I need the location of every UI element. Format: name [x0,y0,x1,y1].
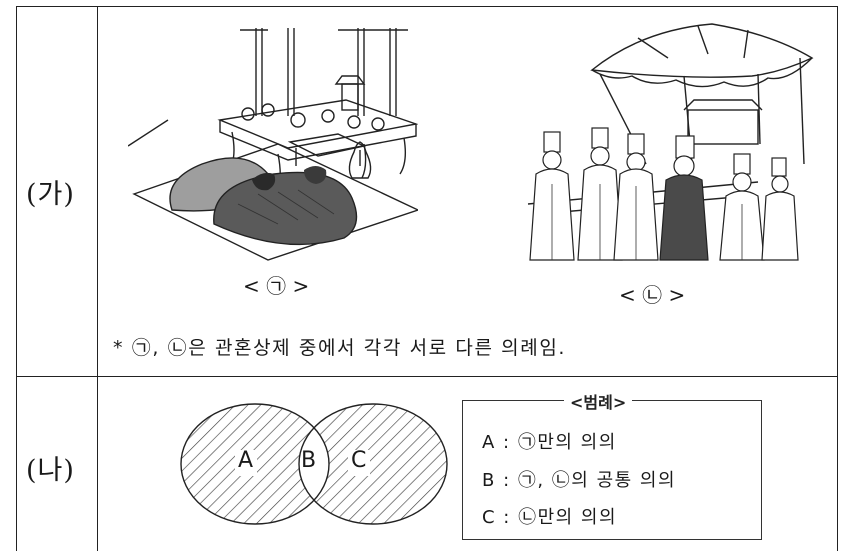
caption-first-rite: < ㉠ > [243,274,310,298]
table-left-border [16,6,17,551]
table-column-divider [97,6,98,551]
venn-circle-right [299,404,447,524]
row-label-ga: (가) [26,179,75,210]
funeral-procession-illustration [527,23,814,261]
venn-diagram [180,403,448,525]
row-label-na: (나) [26,455,75,486]
caption-second-rite: < ㉡ > [619,283,686,307]
table-right-border [837,6,838,551]
question-table [16,6,838,551]
venn-label-a: A [238,448,254,473]
table-row-divider [16,376,838,377]
rites-note: * ㉠, ㉡은 관혼상제 중에서 각각 서로 다른 의례임. [113,337,567,359]
venn-label-c: C [351,448,367,473]
legend-title: <범례> [564,389,633,413]
legend-line-c: C : ㉡만의 의의 [482,507,618,528]
ancestral-rite-illustration [128,28,418,261]
venn-label-b: B [301,448,317,473]
legend-line-b: B : ㉠, ㉡의 공통 의의 [482,470,677,491]
legend-line-a: A : ㉠만의 의의 [482,432,617,453]
table-top-border [16,6,838,7]
